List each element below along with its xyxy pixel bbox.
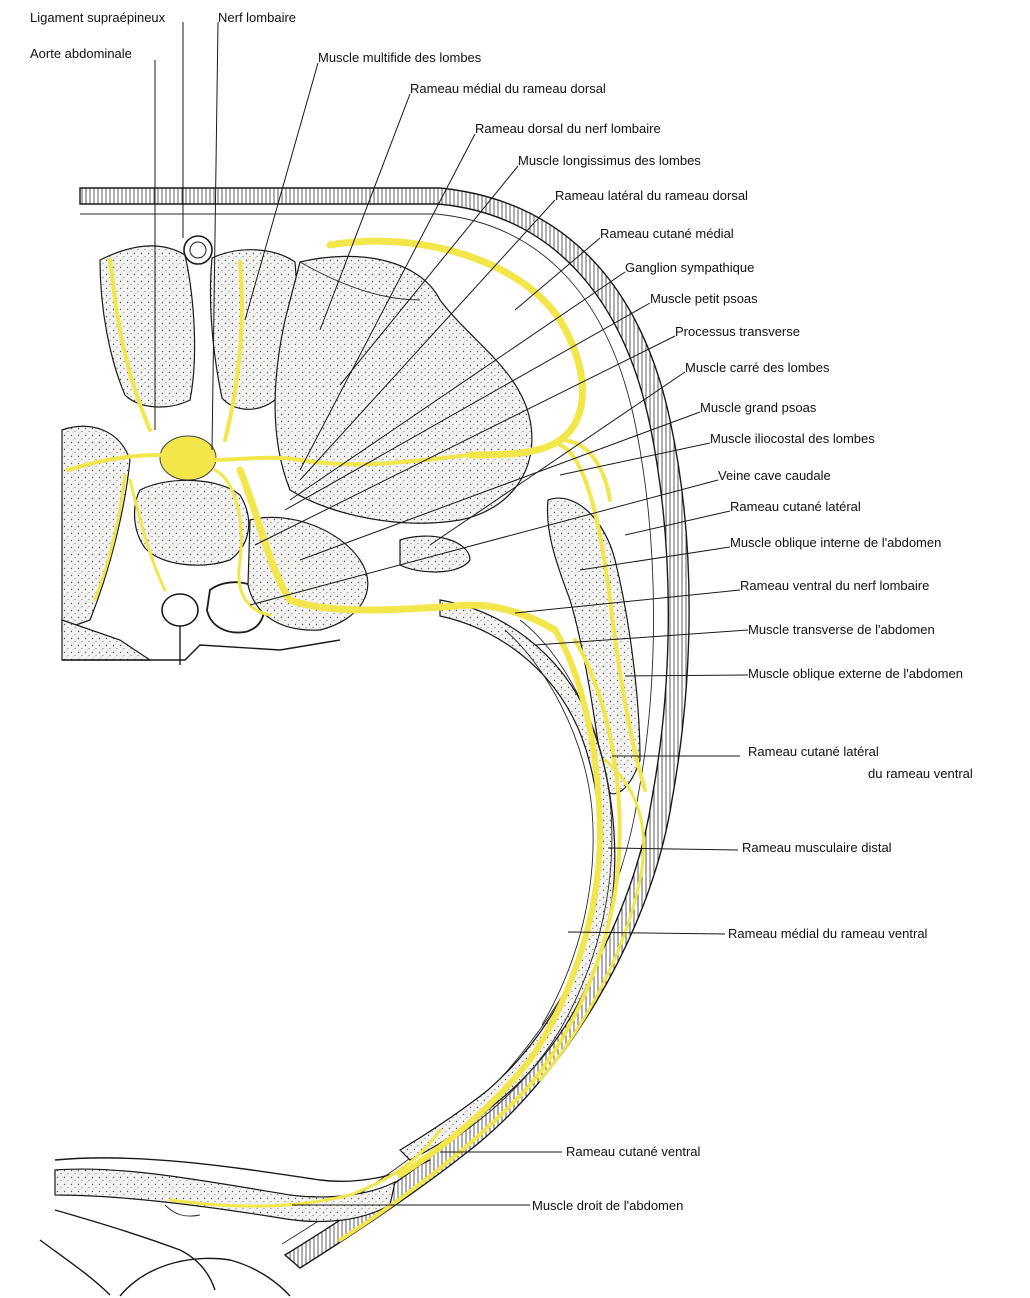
label-muscle-longissimus: Muscle longissimus des lombes xyxy=(518,153,701,168)
label-muscle-oblique-externe: Muscle oblique externe de l'abdomen xyxy=(748,666,963,681)
label-rameau-ventral: Rameau ventral du nerf lombaire xyxy=(740,578,929,593)
label-processus-transverse: Processus transverse xyxy=(675,324,800,339)
label-ligament-supraepineux: Ligament supraépineux xyxy=(30,10,166,25)
label-rameau-cutane-ventral: Rameau cutané ventral xyxy=(566,1144,701,1159)
label-rameau-medial-dorsal: Rameau médial du rameau dorsal xyxy=(410,81,606,96)
label-aorte-abdominale: Aorte abdominale xyxy=(30,46,132,61)
label-muscle-petit-psoas: Muscle petit psoas xyxy=(650,291,758,306)
label-rameau-lateral-dorsal: Rameau latéral du rameau dorsal xyxy=(555,188,748,203)
label-nerf-lombaire: Nerf lombaire xyxy=(218,10,296,25)
label-rameau-musculaire-distal: Rameau musculaire distal xyxy=(742,840,892,855)
label-rameau-cutane-lateral: Rameau cutané latéral xyxy=(730,499,861,514)
label-muscle-droit: Muscle droit de l'abdomen xyxy=(532,1198,683,1213)
label-rameau-cutane-medial: Rameau cutané médial xyxy=(600,226,734,241)
label-rameau-medial-ventral: Rameau médial du rameau ventral xyxy=(728,926,928,941)
label-rameau-cutane-lateral-ventral-1: Rameau cutané latéral xyxy=(748,744,879,759)
label-rameau-dorsal: Rameau dorsal du nerf lombaire xyxy=(475,121,661,136)
label-rameau-cutane-lateral-ventral-2: du rameau ventral xyxy=(868,766,973,781)
label-muscle-oblique-interne: Muscle oblique interne de l'abdomen xyxy=(730,535,941,550)
label-muscle-transverse: Muscle transverse de l'abdomen xyxy=(748,622,935,637)
label-veine-cave: Veine cave caudale xyxy=(718,468,831,483)
label-ganglion-sympathique: Ganglion sympathique xyxy=(625,260,754,275)
label-muscle-iliocostal: Muscle iliocostal des lombes xyxy=(710,431,875,446)
label-muscle-multifide: Muscle multifide des lombes xyxy=(318,50,482,65)
label-muscle-grand-psoas: Muscle grand psoas xyxy=(700,400,817,415)
label-muscle-carre: Muscle carré des lombes xyxy=(685,360,830,375)
